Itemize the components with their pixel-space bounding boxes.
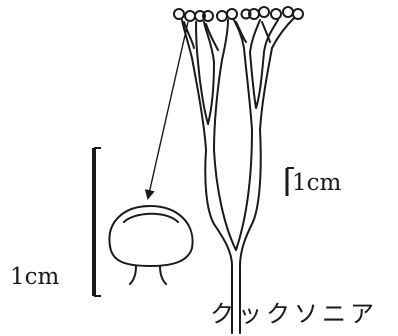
plant-body bbox=[174, 7, 303, 333]
scale-small-label: 1cm bbox=[292, 172, 341, 195]
right-branch-inner-loop bbox=[250, 52, 264, 108]
sporangium-stalk bbox=[130, 266, 166, 284]
scale-large-label: 1cm bbox=[10, 266, 59, 289]
left-branch-outline bbox=[192, 58, 222, 150]
enlargement-arrow bbox=[148, 22, 188, 198]
sporangium-capsule-outline bbox=[109, 206, 192, 266]
right-branch-outline bbox=[244, 48, 272, 130]
enlarged-sporangium bbox=[109, 206, 192, 284]
sporangium-inner-rim bbox=[124, 214, 178, 222]
species-name-label: クックソニア bbox=[210, 302, 378, 326]
sporangia bbox=[174, 7, 303, 21]
left-branch-inner-loop bbox=[198, 62, 214, 124]
